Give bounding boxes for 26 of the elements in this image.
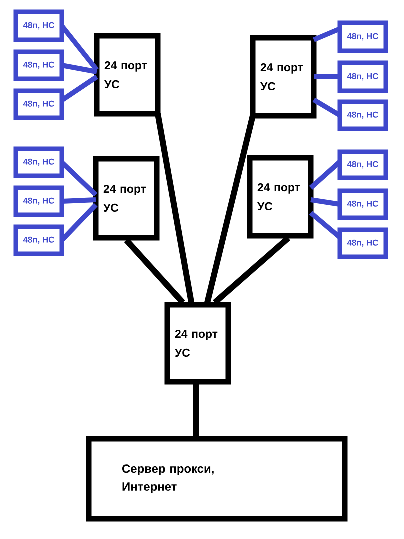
device-box: 48п, НС <box>14 50 64 82</box>
device-box: 48п, НС <box>14 88 64 120</box>
connector-line <box>310 198 340 207</box>
device-box: 48п, НС <box>338 20 388 54</box>
connector-line <box>124 238 186 305</box>
device-box: 48п, НС <box>338 228 388 260</box>
device-box: 48п, НС <box>14 186 64 218</box>
switch-box: 24 порт УС <box>93 156 160 241</box>
switch-box: 24 порт УС <box>94 33 161 117</box>
connector-line <box>314 74 340 80</box>
switch-box: 24 порт УС <box>250 35 317 119</box>
switch-box: 24 порт УС <box>247 155 314 239</box>
device-box: 48п, НС <box>338 150 388 180</box>
connector-line <box>213 236 290 305</box>
server-box: Сервер прокси, Интернет <box>86 436 348 522</box>
connector-line <box>62 63 98 74</box>
device-box: 48п, НС <box>14 224 64 256</box>
device-box: 48п, НС <box>14 146 64 178</box>
connector-line <box>62 198 96 204</box>
device-box: 48п, НС <box>338 188 388 220</box>
switch-box: 24 порт УС <box>164 302 232 385</box>
device-box: 48п, НС <box>14 10 64 42</box>
connector-line <box>193 382 199 439</box>
device-box: 48п, НС <box>338 100 388 132</box>
device-box: 48п, НС <box>338 60 388 94</box>
connector-line <box>313 26 341 42</box>
